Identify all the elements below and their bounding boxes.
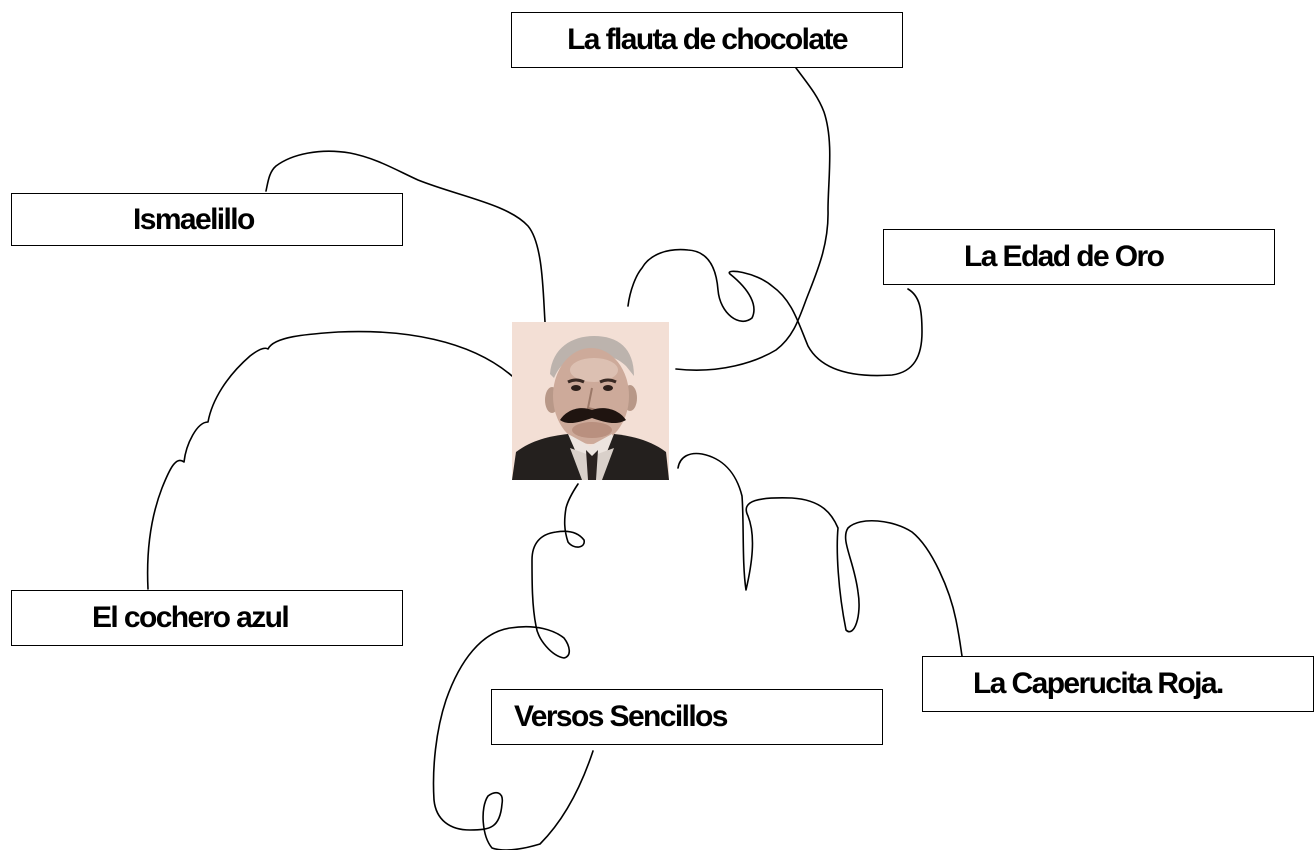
title-box-flauta: La flauta de chocolate (511, 12, 903, 68)
line-flauta (675, 67, 831, 371)
title-box-ismaelillo: Ismaelillo (11, 193, 403, 246)
line-versos (432, 483, 594, 850)
title-box-versos: Versos Sencillos (491, 689, 883, 745)
title-edad-de-oro: La Edad de Oro (964, 240, 1165, 273)
title-versos: Versos Sencillos (514, 700, 728, 733)
line-cochero (146, 330, 513, 590)
title-flauta: La flauta de chocolate (567, 23, 848, 56)
title-cochero: El cochero azul (92, 601, 290, 634)
line-edad (627, 248, 923, 377)
portrait-photo (512, 322, 669, 480)
line-caperucita (677, 452, 963, 657)
title-caperucita: La Caperucita Roja. (973, 667, 1224, 700)
title-ismaelillo: Ismaelillo (133, 202, 255, 236)
line-ismaelillo (265, 150, 546, 323)
title-box-caperucita: La Caperucita Roja. (922, 656, 1314, 712)
title-box-cochero: El cochero azul (11, 590, 403, 646)
title-box-edad-de-oro: La Edad de Oro (883, 229, 1275, 285)
